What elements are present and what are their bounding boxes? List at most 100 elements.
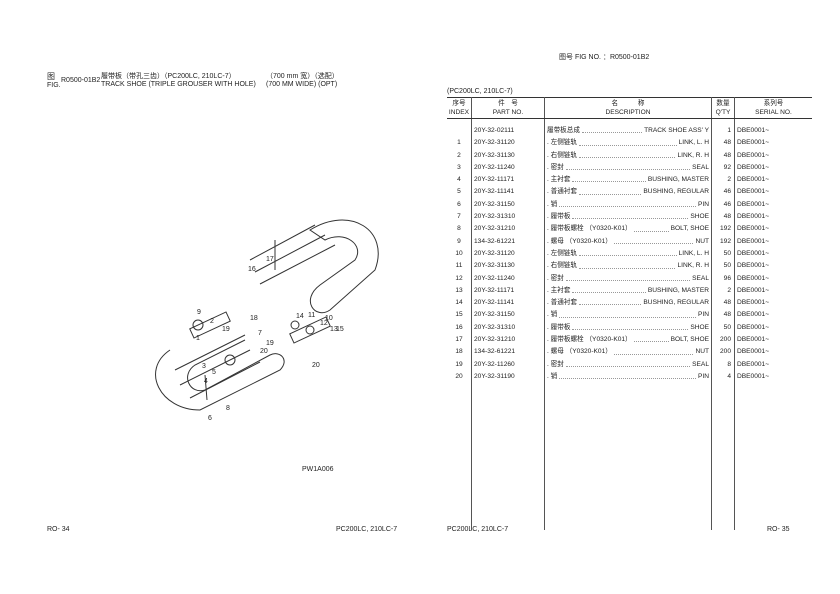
row-part-no: 20Y-32-11240 (471, 161, 545, 175)
row-desc-en: SHOE (690, 323, 709, 331)
row-index: 3 (447, 161, 472, 175)
row-part-no: 20Y-32-31120 (471, 247, 545, 261)
row-serial: DBE0001~ (737, 163, 770, 171)
right-model-footer: PC200LC, 210LC-7 (447, 526, 509, 533)
row-desc-en: LINK, R. H (677, 151, 709, 159)
row-desc-cn: . 密封 (547, 274, 564, 282)
row-desc-en: BUSHING, MASTER (647, 176, 709, 184)
row-index: 11 (447, 260, 472, 273)
row-qty: 48 (711, 309, 735, 322)
row-desc-en: PIN (698, 200, 709, 208)
row-index: 15 (447, 309, 472, 322)
part-header: PART NO. (492, 109, 524, 116)
row-index: 20 (447, 370, 472, 384)
row-qty: 48 (711, 297, 735, 310)
qty-header: Q'TY (715, 109, 731, 116)
row-part-no: 20Y-32-31210 (471, 334, 545, 347)
row-desc-cn: . 右侧链轨 (547, 151, 578, 159)
row-desc-en: BUSHING, MASTER (647, 286, 709, 294)
callout: 17 (266, 256, 274, 263)
row-serial: DBE0001~ (737, 299, 770, 307)
row-desc-cn: . 销 (547, 200, 558, 208)
right-page-number: RO- 35 (767, 526, 790, 533)
row-qty: 200 (711, 346, 735, 359)
callout: 8 (226, 405, 230, 412)
row-desc-cn: . 主衬套 (547, 176, 571, 184)
table-row: 17 20Y-32-31210 . 履带板螺栓 （Y0320-K01）BOLT,… (447, 334, 812, 347)
row-desc-cn: . 主衬套 (547, 286, 571, 294)
row-index: 12 (447, 272, 472, 285)
table-row: 9 134-32-61221 . 螺母 （Y0320-K01）NUT 192 D… (447, 235, 812, 248)
row-qty: 8 (711, 358, 735, 371)
row-desc-cn: . 密封 (547, 360, 564, 368)
callout: 14 (296, 313, 304, 320)
row-serial: DBE0001~ (737, 225, 770, 233)
row-index: 6 (447, 198, 472, 212)
serial-header: SERIAL NO. (755, 109, 792, 116)
callout: 12 (320, 320, 328, 327)
row-qty: 50 (711, 247, 735, 261)
callout: 2 (210, 318, 214, 325)
row-index: 13 (447, 284, 472, 298)
callout: 11 (308, 312, 316, 319)
row-part-no: 20Y-32-11171 (471, 284, 545, 298)
row-index: 14 (447, 297, 472, 310)
row-qty: 46 (711, 198, 735, 212)
row-desc-en: BUSHING, REGULAR (643, 188, 709, 196)
row-desc-cn: 履带板总成 (547, 127, 580, 134)
row-serial: DBE0001~ (737, 249, 770, 257)
callout: 16 (248, 266, 256, 273)
title-en: TRACK SHOE (TRIPLE GROUSER WITH HOLE) (101, 81, 256, 88)
title-cn: 履带板（带孔三齿）（PC200LC, 210LC-7） (101, 73, 236, 80)
fig-label-en: FIG. (47, 82, 61, 89)
callout: 18 (250, 315, 258, 322)
callout: 10 (325, 315, 333, 322)
row-serial: DBE0001~ (737, 176, 770, 184)
row-serial: DBE0001~ (737, 274, 770, 282)
row-index: 5 (447, 186, 472, 199)
desc-header-cn: 名 称 (611, 100, 645, 107)
row-part-no: 20Y-32-31310 (471, 321, 545, 335)
row-index: 18 (447, 346, 472, 359)
row-part-no: 20Y-32-11141 (471, 186, 545, 199)
row-part-no: 20Y-32-11141 (471, 297, 545, 310)
row-desc-en: NUT (695, 237, 709, 245)
serial-header-cn: 系列号 (763, 100, 784, 107)
row-serial: DBE0001~ (737, 360, 770, 368)
row-part-no: 20Y-32-11240 (471, 272, 545, 285)
fig-label-cn: 图 (47, 72, 55, 81)
row-desc-cn: . 普通衬套 (547, 299, 578, 307)
qty-header-cn: 数量 (716, 100, 730, 107)
callout: 6 (208, 415, 212, 422)
row-index (447, 125, 472, 138)
row-qty: 46 (711, 186, 735, 199)
callout: 4 (204, 378, 208, 385)
row-index: 7 (447, 211, 472, 224)
row-desc-en: NUT (695, 348, 709, 356)
row-desc-cn: . 履带板螺栓 （Y0320-K01） (547, 336, 632, 344)
row-desc-cn: . 左侧链轨 (547, 249, 578, 257)
callout: 13 (330, 326, 338, 333)
row-qty: 48 (711, 211, 735, 224)
track-shoe-exploded-drawing (155, 219, 379, 411)
row-serial: DBE0001~ (737, 348, 770, 356)
row-desc-cn: . 密封 (547, 163, 564, 171)
row-qty: 2 (711, 284, 735, 298)
row-index: 16 (447, 321, 472, 335)
row-serial: DBE0001~ (737, 323, 770, 331)
row-qty: 50 (711, 321, 735, 335)
desc-header: DESCRIPTION (605, 109, 651, 116)
row-serial: DBE0001~ (737, 188, 770, 196)
row-part-no: 134-32-61221 (471, 235, 545, 248)
row-desc-en: SEAL (692, 360, 709, 368)
row-part-no: 20Y-32-31310 (471, 211, 545, 224)
row-part-no: 134-32-61221 (471, 346, 545, 359)
